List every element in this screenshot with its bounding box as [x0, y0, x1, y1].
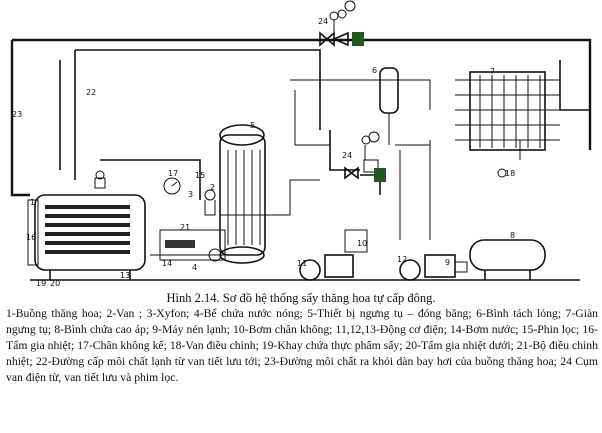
label-21: 21	[180, 223, 190, 232]
label-15: 15	[195, 171, 205, 180]
valve-assembly-24-mid	[344, 131, 386, 182]
label-18: 18	[505, 169, 515, 178]
label-22: 22	[86, 88, 96, 97]
label-24-mid: 24	[342, 151, 352, 160]
label-4: 4	[192, 263, 197, 272]
label-5: 5	[250, 121, 255, 130]
callout-labels: 24 24 23 22 1 2 3 4 5 6 7 8 9 10 11 12 1…	[12, 17, 515, 288]
label-3: 3	[188, 190, 193, 199]
label-2: 2	[210, 183, 215, 192]
label-16: 16	[26, 233, 36, 242]
sublimation-chamber	[27, 194, 146, 280]
food-trays	[45, 205, 130, 254]
high-pressure-receiver	[469, 239, 546, 280]
label-9: 9	[445, 258, 450, 267]
vacuum-gauge	[163, 177, 181, 195]
label-13: 13	[120, 271, 130, 280]
label-23: 23	[12, 110, 22, 119]
label-20: 20	[50, 279, 60, 288]
condenser-freezer	[219, 124, 266, 264]
figure-legend: 1-Buồng thăng hoa; 2-Van ; 3-Xyfon; 4-Bể…	[6, 307, 598, 384]
figure-caption: Hình 2.14. Sơ đồ hệ thống sấy thăng hoa …	[0, 291, 602, 306]
label-1: 1	[30, 198, 35, 207]
label-14: 14	[162, 259, 172, 268]
figure-number: Hình 2.14.	[166, 291, 220, 305]
vacuum-pump-unit	[299, 229, 368, 281]
label-8: 8	[510, 231, 515, 240]
label-6: 6	[372, 66, 377, 75]
condenser-coil-rack	[455, 71, 560, 151]
label-24-top: 24	[318, 17, 328, 26]
label-19: 19	[36, 279, 46, 288]
figure-title: Sơ đồ hệ thống sấy thăng hoa tự cấp đông…	[222, 291, 436, 305]
label-7: 7	[490, 67, 495, 76]
hot-water-tank	[159, 229, 226, 262]
label-12: 12	[397, 255, 407, 264]
liquid-separator	[379, 67, 399, 145]
valve-2-and-siphon-3	[94, 170, 216, 216]
regulating-valve	[497, 168, 507, 178]
label-10: 10	[357, 239, 367, 248]
valve-assembly-24-top	[319, 0, 364, 47]
label-17: 17	[168, 169, 178, 178]
compressor-unit	[399, 254, 468, 281]
refrigeration-schematic: 24 24 23 22 1 2 3 4 5 6 7 8 9 10 11 12 1…	[10, 0, 592, 288]
label-11: 11	[297, 259, 307, 268]
